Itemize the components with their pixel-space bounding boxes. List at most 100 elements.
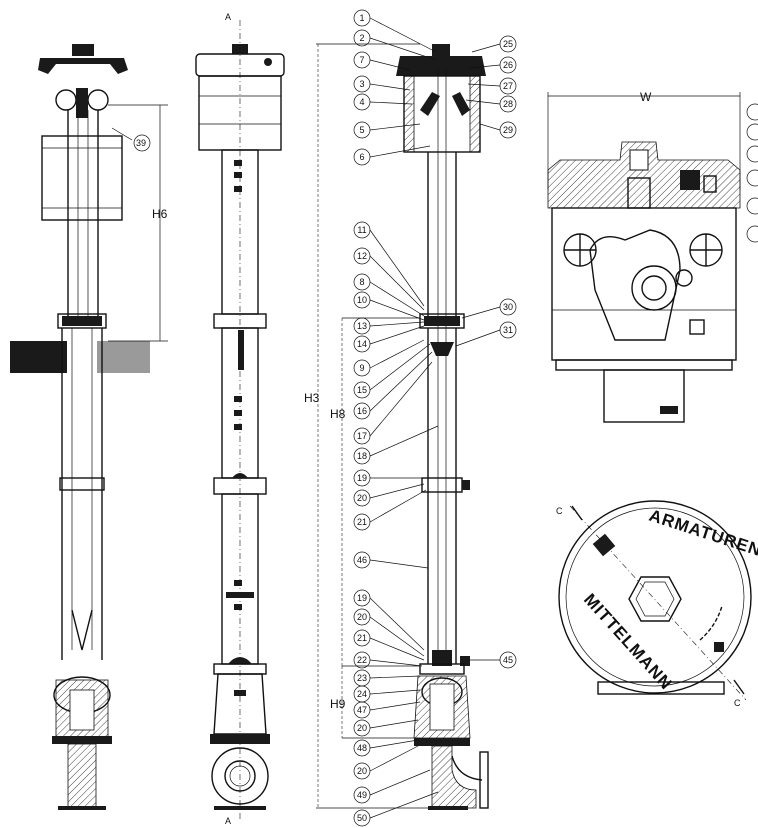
- leader-line: [369, 145, 431, 158]
- leader-line: [369, 675, 421, 679]
- section-mark-a-top: A: [225, 12, 231, 22]
- dim-h8: H8: [330, 407, 346, 421]
- leader-line: [369, 37, 437, 61]
- callout-number: 15: [357, 385, 367, 395]
- section-mark-c-right: C: [734, 698, 741, 708]
- dim-h9: H9: [330, 697, 346, 711]
- callout-number: 18: [357, 451, 367, 461]
- leader-line: [369, 559, 429, 569]
- callout-number: 22: [357, 655, 367, 665]
- leader-line: [369, 659, 423, 667]
- callout-number: 45: [503, 655, 513, 665]
- brand-mittelmann: MITTELMANN: [580, 590, 676, 694]
- section-mark-a-bottom: A: [225, 816, 231, 826]
- callout-number: 9: [359, 363, 364, 373]
- callout-number: 4: [359, 97, 364, 107]
- dim-w: W: [640, 90, 652, 104]
- leader-line: [369, 321, 425, 327]
- callout-number: 5: [359, 125, 364, 135]
- dim-h3: H3: [304, 391, 320, 405]
- leader-line: [369, 229, 425, 307]
- callout-number: 20: [357, 493, 367, 503]
- leader-line: [369, 745, 419, 772]
- callout-number: 16: [357, 406, 367, 416]
- callout-bubble: [353, 247, 371, 265]
- callout-number: 19: [357, 473, 367, 483]
- leader-line: [369, 343, 431, 391]
- leader-line: [467, 83, 501, 87]
- callout-number: 10: [357, 295, 367, 305]
- view-front: A A: [195, 12, 285, 826]
- view-top-plan: C C MITTELMANN ARMATUREN: [556, 500, 758, 708]
- leader-line: [369, 739, 419, 749]
- leader-line: [469, 64, 501, 69]
- callout-number: 13: [357, 321, 367, 331]
- callout-number: 46: [357, 555, 367, 565]
- callout-number: 20: [357, 612, 367, 622]
- callouts-right: 25 26 27 28 29 30 31 45: [455, 35, 517, 669]
- callout-number: 47: [357, 705, 367, 715]
- callout-number: 2: [359, 33, 364, 43]
- leader-line: [369, 489, 427, 523]
- leader-line: [369, 719, 419, 729]
- leader-line: [369, 483, 425, 499]
- view-side-section: H6 39: [10, 44, 168, 810]
- callout-number: 1: [359, 13, 364, 23]
- callouts-left: 1273456111281013149151617181920214619202…: [353, 9, 439, 827]
- callout-number: 50: [357, 813, 367, 823]
- callout-number: 28: [503, 99, 513, 109]
- callout-number: 30: [503, 302, 513, 312]
- leader-line: [369, 83, 411, 91]
- leader-line: [369, 791, 439, 819]
- leader-line: [369, 255, 425, 311]
- callout-number: 21: [357, 517, 367, 527]
- view-section-aa: H3 H8 H9: [304, 9, 517, 827]
- callout-number: 48: [357, 743, 367, 753]
- callout-number: 14: [357, 339, 367, 349]
- leader-line: [369, 361, 433, 437]
- view-head-detail: W: [547, 90, 758, 423]
- leader-line: [369, 59, 411, 71]
- leader-line: [369, 339, 425, 369]
- callout-number: 7: [359, 55, 364, 65]
- callout-number: 3: [359, 79, 364, 89]
- leader-line: [471, 43, 501, 53]
- leader-line: [369, 17, 437, 53]
- callout-number: 26: [503, 60, 513, 70]
- leader-line: [479, 123, 501, 131]
- leader-line: [455, 329, 501, 347]
- leader-line: [369, 281, 425, 317]
- leader-line: [369, 123, 421, 131]
- leader-line: [369, 597, 425, 651]
- leader-line: [369, 701, 421, 711]
- callout-number: 11: [357, 225, 366, 235]
- callout-number: 29: [503, 125, 513, 135]
- callout-number: 25: [503, 39, 513, 49]
- leader-line: [369, 325, 425, 345]
- callout-number: 20: [357, 723, 367, 733]
- leader-line: [369, 769, 431, 796]
- leader-line: [369, 616, 425, 657]
- leader-line: [461, 306, 501, 319]
- leader-line: [369, 689, 421, 695]
- callout-number: 6: [359, 152, 364, 162]
- callout-number: 23: [357, 673, 367, 683]
- callout-number: 12: [357, 251, 367, 261]
- callout-number: 31: [503, 325, 513, 335]
- callout-39: 39: [136, 138, 146, 148]
- callout-number: 8: [359, 277, 364, 287]
- leader-line: [369, 299, 425, 321]
- callout-number: 24: [357, 689, 367, 699]
- leader-line: [369, 101, 413, 105]
- leader-line: [369, 637, 425, 661]
- callout-number: 49: [357, 790, 367, 800]
- callout-number: 20: [357, 766, 367, 776]
- callout-number: 21: [357, 633, 367, 643]
- leader-line: [369, 351, 433, 412]
- callout-number: 19: [357, 593, 367, 603]
- leader-line: [465, 99, 501, 105]
- callout-number: 27: [503, 81, 513, 91]
- dim-h6: H6: [152, 207, 168, 221]
- callout-number: 17: [357, 431, 367, 441]
